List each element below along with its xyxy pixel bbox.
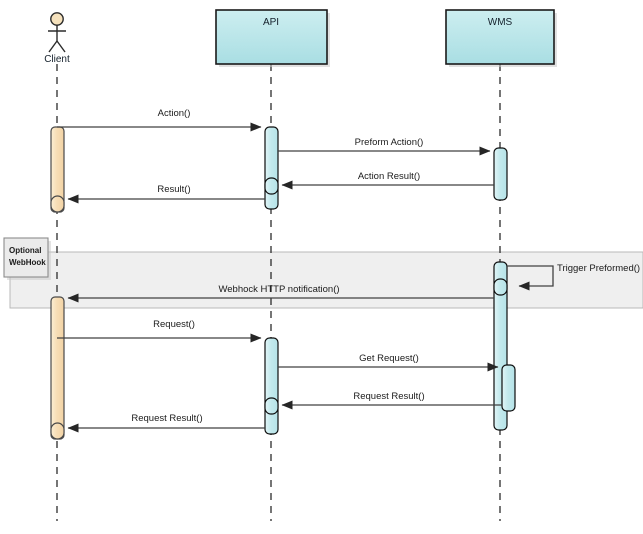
fragment-region (9, 251, 643, 309)
participant-label-client: Client (44, 54, 70, 65)
message-trigger-preformed[interactable]: Trigger Preformed() (507, 263, 640, 291)
actor-leg-left-icon (48, 40, 58, 53)
message-result[interactable]: Result() (67, 184, 265, 204)
messages: Action() Preform Action() Action Result(… (57, 108, 640, 433)
message-preform-action-label: Preform Action() (355, 137, 424, 148)
activation-api-1 (264, 126, 279, 210)
message-preform-action[interactable]: Preform Action() (278, 137, 491, 156)
message-request-result-inner-label: Request Result() (353, 391, 424, 402)
participant-wms[interactable]: WMS (445, 9, 557, 67)
wms-box (445, 9, 555, 65)
message-request-result-outer[interactable]: Request Result() (67, 413, 265, 433)
fragment-label-box (3, 237, 49, 278)
message-action-result[interactable]: Action Result() (281, 171, 494, 190)
fragment-optional-webhook (9, 251, 643, 309)
activation-wms-2-nested (501, 364, 516, 412)
participant-label-wms: WMS (488, 17, 513, 28)
activation-api-1-return-marker (264, 177, 279, 195)
participant-api[interactable]: API (215, 9, 330, 67)
activation-api-2 (264, 337, 279, 435)
message-action[interactable]: Action() (57, 108, 262, 132)
participant-client-actor[interactable]: Client (44, 12, 70, 65)
activation-client-2-return-marker (50, 422, 65, 440)
message-trigger-preformed-arrow (507, 265, 554, 291)
activation-bars (50, 126, 516, 440)
activation-wms-2-self-marker (493, 278, 508, 296)
api-box (215, 9, 328, 65)
actor-leg-right-icon (56, 40, 66, 53)
message-result-label: Result() (157, 184, 190, 195)
participant-label-api: API (263, 17, 279, 28)
message-action-label: Action() (158, 108, 191, 119)
activation-api-2-return-marker (264, 397, 279, 415)
fragment-label-group[interactable]: Optional WebHook (3, 237, 51, 280)
message-request-label: Request() (153, 319, 195, 330)
message-get-request-label: Get Request() (359, 353, 419, 364)
message-request-result-outer-label: Request Result() (131, 413, 202, 424)
lifelines (56, 64, 501, 521)
activation-client-1-return-marker (50, 195, 65, 213)
activation-client-2 (50, 296, 65, 440)
message-get-request[interactable]: Get Request() (278, 353, 499, 372)
message-webhook-notification-label: Webhock HTTP notification() (218, 284, 339, 295)
message-action-result-label: Action Result() (358, 171, 420, 182)
actor-head-icon (50, 12, 64, 26)
activation-wms-1 (493, 147, 508, 201)
message-trigger-preformed-label: Trigger Preformed() (557, 263, 640, 274)
message-request-result-inner[interactable]: Request Result() (281, 391, 502, 410)
message-request[interactable]: Request() (57, 319, 262, 343)
message-webhook-notification[interactable]: Webhock HTTP notification() (67, 284, 494, 303)
fragment-label-line1: Optional (9, 246, 41, 255)
fragment-label-line2: WebHook (9, 258, 46, 267)
